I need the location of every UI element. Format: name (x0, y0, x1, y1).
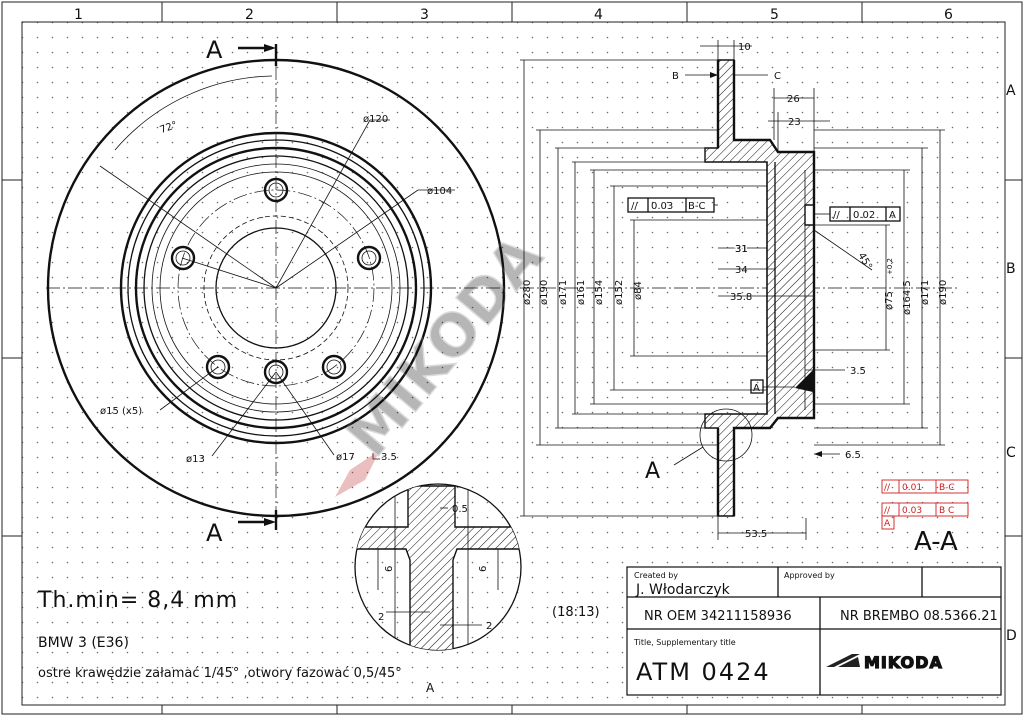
datum-b: B (672, 71, 679, 82)
dim-34: 34 (735, 265, 748, 276)
note-th-min: Th.min= 8,4 mm (37, 588, 238, 613)
svg-text:0.03: 0.03 (902, 506, 922, 516)
svg-text:A: A (889, 210, 896, 221)
title-block: Created by J. Włodarczyk Approved by NR … (626, 566, 1002, 696)
dim-d13: ø13 (186, 454, 205, 465)
section-title: A-A (914, 527, 958, 557)
dim-35-8: 35.8 (730, 292, 752, 303)
bolt-holes (170, 177, 382, 380)
created-by-label: Created by (634, 571, 678, 580)
dim-d190-right: ø190 (938, 280, 949, 305)
tolerance-frame-1: // 0.03 B-C (627, 197, 718, 213)
detail-dim-05: 0.5 (452, 504, 468, 515)
logo-text: MIKODA (864, 653, 943, 672)
created-by: J. Włodarczyk (635, 582, 731, 598)
svg-text:0.01: 0.01 (902, 483, 922, 493)
svg-text:B C: B C (939, 506, 954, 516)
dim-53-5: 53.5 (745, 529, 767, 540)
svg-text:0.03: 0.03 (651, 201, 673, 212)
frame-col-4: 4 (594, 7, 603, 23)
detail-label: A (426, 681, 435, 695)
approved-by-label: Approved by (784, 571, 835, 580)
dim-d171-right: ø171 (920, 280, 931, 305)
frame-col-6: 6 (944, 7, 953, 23)
dim-3-5: 3.5 (850, 366, 866, 377)
svg-text://: // (631, 201, 638, 212)
datum-c: C (774, 71, 781, 82)
dim-10: 10 (738, 42, 751, 53)
svg-text:0.02: 0.02 (853, 210, 875, 221)
detail-dim-2b: 2 (486, 621, 492, 632)
dim-d75: ø75 (884, 291, 895, 310)
frame-row-a: A (1006, 83, 1016, 99)
detail-dim-6b: 6 (478, 566, 489, 572)
svg-text://: // (884, 506, 891, 516)
dim-d164: ø164.5 (902, 280, 913, 315)
frame-col-1: 1 (74, 7, 83, 23)
note-car: BMW 3 (E36) (38, 635, 129, 651)
detail-dim-2a: 2 (378, 612, 384, 623)
red-tolerance-frames: // 0.01 B-C // 0.03 B C A (881, 479, 969, 530)
drawing-title: ATM 0424 (636, 658, 771, 686)
mikoda-logo: MIKODA (826, 652, 943, 673)
dim-d171-left: ø171 (558, 280, 569, 305)
dim-d154: ø154 (594, 280, 605, 305)
frame-row-c: C (1006, 445, 1016, 461)
dim-depth: 3.5 (381, 452, 397, 463)
svg-text://: // (884, 483, 891, 493)
dim-31-text: 31 (735, 244, 748, 255)
frame-col-2: 2 (245, 7, 254, 23)
dim-d17: ø17 (336, 452, 355, 463)
svg-text:A: A (884, 519, 891, 529)
svg-text:B-C: B-C (688, 201, 705, 212)
nr-brembo: NR BREMBO 08.5366.21 (840, 609, 998, 624)
section-label-top: A (206, 36, 223, 64)
front-view: A A 72° ø120 ø1 (46, 36, 510, 547)
dim-d280: ø280 (522, 280, 533, 305)
section-label-bottom: A (206, 519, 223, 547)
nr-oem: NR OEM 34211158936 (644, 609, 792, 624)
svg-text://: // (833, 210, 840, 221)
dim-23: 23 (788, 117, 801, 128)
frame-row-b: B (1006, 261, 1016, 277)
detail-ref-label: A (645, 459, 660, 484)
dim-d104: ø104 (427, 186, 452, 197)
dim-d75-tol: +0.2 (886, 258, 894, 275)
section-view: ø280 ø190 ø171 ø161 ø154 ø152 ø84 ø75 +0… (520, 40, 960, 540)
dim-d120: ø120 (363, 114, 388, 125)
note-edges: ostre krawędzie załamać 1/45° ,otwory fa… (38, 666, 402, 681)
frame-col-5: 5 (770, 7, 779, 23)
dim-d84: ø84 (633, 281, 644, 300)
dim-6-5: 6.5 (845, 450, 861, 461)
dim-d152: ø152 (614, 280, 625, 305)
title-label: Title, Supplementary title (633, 638, 736, 647)
datum-a: A (753, 383, 760, 394)
frame-row-d: D (1006, 628, 1017, 644)
tolerance-frame-2: // 0.02 A (814, 206, 901, 222)
detail-view: 0.5 6 6 2 2 A (18:13) (354, 483, 600, 695)
dim-holes5: ø15 (x5) (100, 406, 142, 417)
dim-31: 31 (735, 244, 748, 255)
dim-d190-left: ø190 (539, 280, 550, 305)
detail-scale: (18:13) (552, 605, 600, 620)
detail-dim-6a: 6 (384, 566, 395, 572)
dim-d161: ø161 (576, 280, 587, 305)
frame-col-3: 3 (420, 7, 429, 23)
dim-26: 26 (787, 94, 800, 105)
svg-text:B-C: B-C (939, 483, 955, 493)
